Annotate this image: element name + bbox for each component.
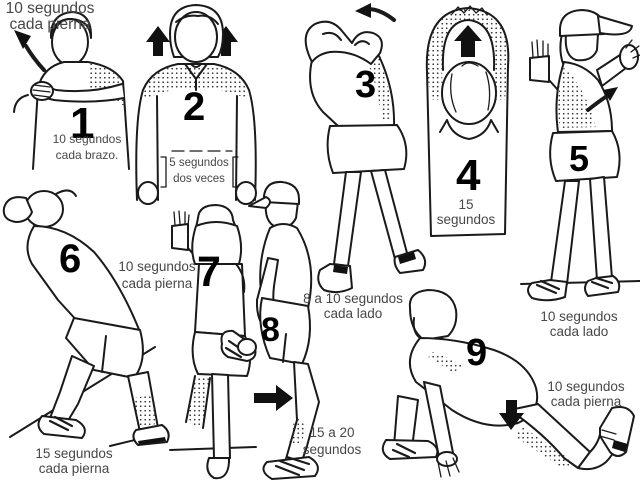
figure-5-torso-twist: [520, 9, 640, 302]
exercise-9-number: 9: [466, 332, 488, 374]
arrowhead-icon: [355, 3, 371, 18]
curved-arrow-icon: [366, 7, 396, 22]
exercise-9-duration-label: 10 segundos cada pierna: [547, 379, 625, 409]
figure-9-hip-flexor-lunge: [381, 289, 635, 478]
arrowhead-icon: [14, 30, 31, 49]
up-arrow-icon: [454, 25, 482, 57]
arrowhead-icon: [603, 87, 618, 101]
figure-8-half-squat: [248, 180, 320, 480]
exercise-2-number: 2: [183, 85, 206, 129]
down-arrow-icon: [499, 400, 524, 430]
exercise-1-number: 1: [70, 99, 95, 148]
exercise-6-duration-label: 15 segundos cada pierna: [35, 446, 113, 476]
figure-3-side-bend: [304, 3, 427, 294]
up-arrow-icon: [214, 26, 238, 56]
exercise-3-number: 3: [355, 64, 377, 106]
figure-2-shoulder-shrug: [135, 4, 257, 205]
right-arrow-icon: [254, 385, 293, 411]
exercise-5-number: 5: [569, 138, 590, 179]
exercise-8-duration-label: 15 a 20 segundos: [302, 425, 362, 457]
curved-arrow-icon: [586, 94, 609, 112]
up-arrow-icon: [146, 26, 170, 56]
exercise-5-duration-label: 10 segundos cada lado: [540, 309, 618, 339]
curved-arrow-icon: [24, 44, 46, 72]
exercise-8-number: 8: [261, 311, 280, 349]
exercise-7-number: 7: [197, 248, 221, 296]
exercise-3-duration-label: 8 a 10 segundos cada lado: [303, 291, 403, 321]
figure-1-arm-across-chest: [13, 11, 130, 170]
exercise-1-duration-label: 10 segundos cada brazo.: [52, 132, 122, 162]
figure-4-arms-overhead: [425, 5, 510, 237]
exercise-6-number: 6: [59, 237, 82, 281]
exercise-7-duration-label: 10 segundos cada pierna: [118, 259, 196, 291]
figure-6-calf-lunge: [2, 189, 170, 447]
exercise-2-duration-label: 5 segundos dos veces: [169, 157, 229, 185]
figure-7-quad-stretch: [169, 204, 257, 480]
stray-duration-label: 10 segundos cada pierna: [5, 0, 95, 33]
exercise-4-number: 4: [456, 151, 481, 200]
exercise-4-duration-label: 15 segundos: [436, 197, 496, 227]
